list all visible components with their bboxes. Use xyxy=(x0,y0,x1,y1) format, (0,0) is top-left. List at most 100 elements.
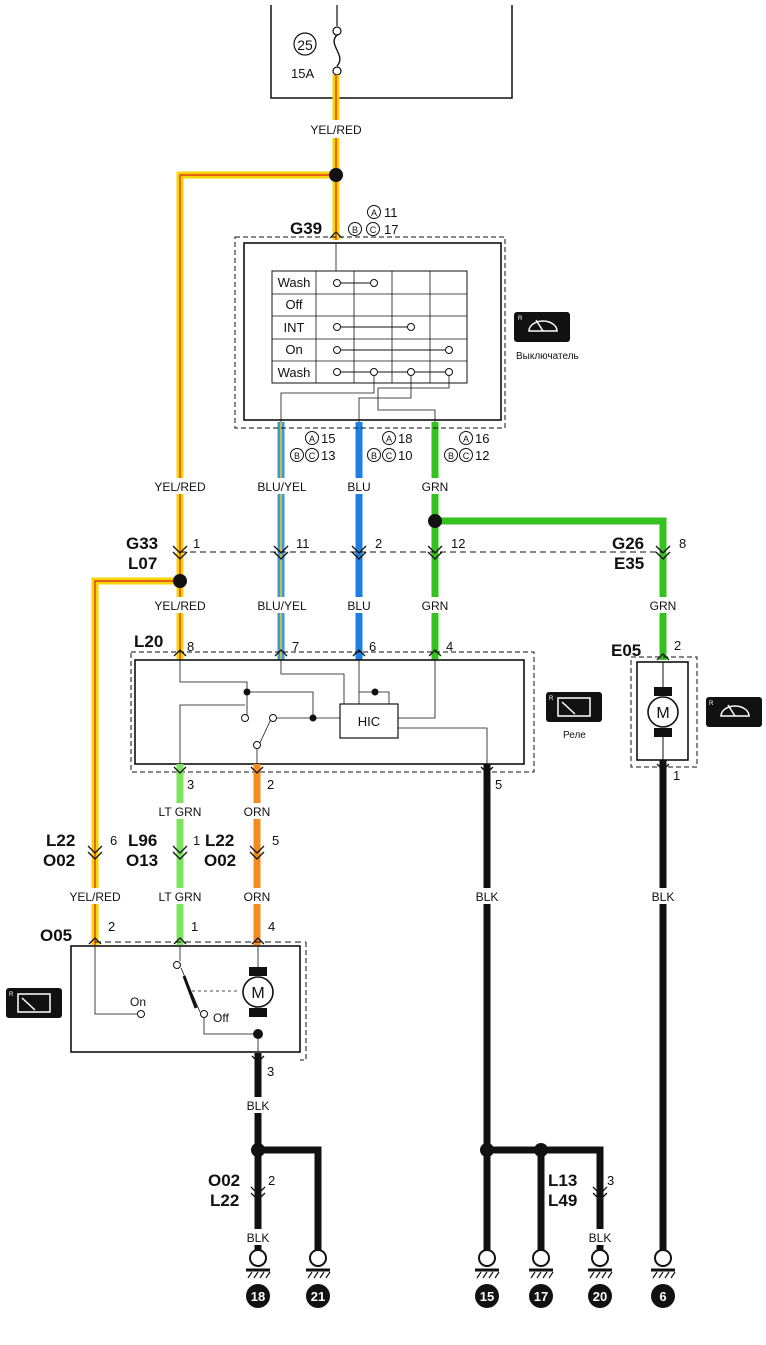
g26-pin: 8 xyxy=(679,536,686,551)
ground-17: 17 xyxy=(529,1249,554,1308)
svg-text:18: 18 xyxy=(251,1289,265,1304)
o05-pin-4: 4 xyxy=(268,919,275,934)
svg-text:BLU: BLU xyxy=(347,480,370,494)
o05-off-label: Off xyxy=(213,1011,229,1025)
svg-text:YEL/RED: YEL/RED xyxy=(154,480,206,494)
svg-text:BLU: BLU xyxy=(347,599,370,613)
l22-c-id: L22 xyxy=(210,1191,239,1210)
wire-blk-hic xyxy=(480,764,604,1250)
l13-pin: 3 xyxy=(607,1173,614,1188)
l20-pin-6: 6 xyxy=(369,639,376,654)
switch-row-int: INT xyxy=(284,320,305,335)
g39-circled-c: C xyxy=(370,225,377,235)
svg-text:BLU/YEL: BLU/YEL xyxy=(257,599,307,613)
svg-text:16: 16 xyxy=(475,431,489,446)
o05-pin-1: 1 xyxy=(191,919,198,934)
svg-text:B: B xyxy=(294,451,300,461)
svg-text:LT GRN: LT GRN xyxy=(159,890,202,904)
wire-grn xyxy=(428,422,667,660)
l22-a-pin: 6 xyxy=(110,833,117,848)
switch-row-wash-1: Wash xyxy=(278,275,311,290)
o05-top-marks xyxy=(88,937,265,945)
svg-text:R: R xyxy=(9,992,14,998)
svg-text:20: 20 xyxy=(593,1289,607,1304)
l20-pin-4: 4 xyxy=(446,639,453,654)
wiper-switch-icon: R xyxy=(514,312,570,342)
switch-caption: Выключатель xyxy=(516,351,579,362)
svg-text:21: 21 xyxy=(311,1289,325,1304)
o05-pin-2: 2 xyxy=(108,919,115,934)
o02-c-id: O02 xyxy=(208,1171,240,1190)
svg-text:17: 17 xyxy=(534,1289,548,1304)
mid-connector-marks xyxy=(87,845,265,860)
svg-text:C: C xyxy=(463,451,470,461)
ground-18: 18 xyxy=(246,1249,271,1308)
l96-id: L96 xyxy=(128,831,157,850)
svg-text:C: C xyxy=(386,451,393,461)
o02-b-id: O02 xyxy=(204,851,236,870)
g33-pin-1: 1 xyxy=(193,536,200,551)
o05-motor-label: M xyxy=(251,985,264,1002)
g33-id: G33 xyxy=(126,534,158,553)
switch-row-off: Off xyxy=(285,297,302,312)
svg-text:10: 10 xyxy=(398,448,412,463)
o05-id: O05 xyxy=(40,926,72,945)
relay-caption: Реле xyxy=(563,730,586,741)
o13-id: O13 xyxy=(126,851,158,870)
hic-label: HIC xyxy=(358,714,380,729)
svg-text:YEL/RED: YEL/RED xyxy=(154,599,206,613)
svg-text:18: 18 xyxy=(398,431,412,446)
bottom-connector-marks xyxy=(250,1186,608,1201)
svg-text:BLK: BLK xyxy=(247,1231,270,1245)
e05-motor-label: M xyxy=(656,705,669,722)
fuse-box: 25 15A xyxy=(270,5,513,99)
svg-text:ORN: ORN xyxy=(244,890,271,904)
wire-labels-row2: YEL/RED BLU/YEL BLU GRN GRN xyxy=(150,597,678,613)
svg-text:A: A xyxy=(309,434,315,444)
wire-yel-red xyxy=(91,75,343,945)
svg-text:BLK: BLK xyxy=(247,1099,270,1113)
svg-text:6: 6 xyxy=(659,1289,666,1304)
svg-text:BLK: BLK xyxy=(652,890,675,904)
e05-pin-top: 2 xyxy=(674,638,681,653)
wiper-motor-icon-left: R xyxy=(6,988,62,1018)
l20-pin-3: 3 xyxy=(187,777,194,792)
svg-text:LT GRN: LT GRN xyxy=(159,805,202,819)
wire-labels-lower: LT GRN ORN YEL/RED LT GRN ORN BLK BLK BL… xyxy=(66,803,678,1245)
svg-text:C: C xyxy=(309,451,316,461)
l20-relay xyxy=(130,651,535,773)
wire-label-top: YEL/RED xyxy=(310,123,362,137)
switch-row-wash-2: Wash xyxy=(278,365,311,380)
o02-c-pin: 2 xyxy=(268,1173,275,1188)
svg-text:GRN: GRN xyxy=(650,599,677,613)
l20-pin-8: 8 xyxy=(187,639,194,654)
l20-top-marks xyxy=(173,649,442,657)
l22-b-pin: 5 xyxy=(272,833,279,848)
svg-text:YEL/RED: YEL/RED xyxy=(69,890,121,904)
switch-row-on: On xyxy=(285,342,302,357)
e05-pin-bottom: 1 xyxy=(673,768,680,783)
svg-text:GRN: GRN xyxy=(422,599,449,613)
svg-text:GRN: GRN xyxy=(422,480,449,494)
svg-text:B: B xyxy=(371,451,377,461)
svg-text:A: A xyxy=(386,434,392,444)
g39-circled-b: B xyxy=(352,225,358,235)
connector-marks-g33 xyxy=(172,545,671,560)
e05-motor xyxy=(630,656,698,768)
g26-id: G26 xyxy=(612,534,644,553)
svg-text:13: 13 xyxy=(321,448,335,463)
o05-motor xyxy=(70,942,307,1061)
svg-text:BLK: BLK xyxy=(589,1231,612,1245)
l20-bottom-marks xyxy=(173,766,494,774)
o02-a-id: O02 xyxy=(43,851,75,870)
hic-box xyxy=(339,703,399,739)
l07-id: L07 xyxy=(128,554,157,573)
l22-b-id: L22 xyxy=(205,831,234,850)
ground-20: 20 xyxy=(588,1249,613,1308)
relay-icon: R xyxy=(546,692,602,722)
o05-pin-3: 3 xyxy=(267,1064,274,1079)
svg-text:15: 15 xyxy=(321,431,335,446)
g39-circled-a: A xyxy=(371,208,377,218)
ground-6: 6 xyxy=(651,1249,676,1308)
